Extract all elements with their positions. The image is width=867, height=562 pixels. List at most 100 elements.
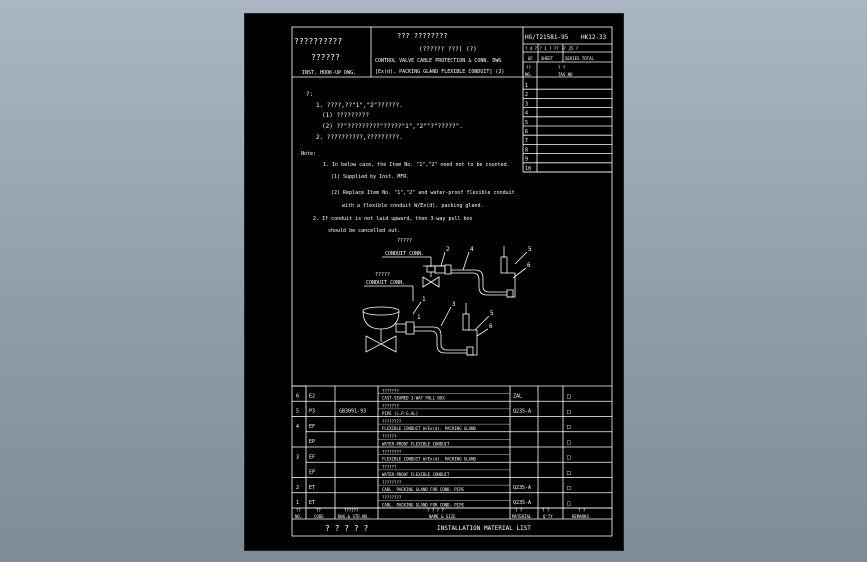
note-cn-1: 1. ????,??"1","2"??????. — [316, 102, 403, 109]
rev-row-number: 5 — [525, 120, 528, 126]
ml-row-remark: □ — [567, 454, 571, 461]
ml-row-code: EF — [309, 454, 315, 460]
ml-row-material: Q235-A — [513, 485, 531, 491]
notes-block: ?: 1. ????,??"1","2"??????. (1) ????????… — [301, 91, 515, 234]
title-left-cn: ?????????? — [294, 37, 342, 46]
title-left-cn2: ?????? — [311, 53, 340, 62]
conduit-conn-label-1-cn: ????? — [397, 238, 412, 244]
ml-row-name: CABL. PACKING GLAND FOR COND. PIPE — [382, 487, 464, 492]
title-mid-cn2: (?????? ???) (?) — [419, 46, 477, 53]
ml-hdr-std: DWG.& STD.NO. — [338, 514, 369, 519]
note-cn-2: 2. ??????????,?????????. — [316, 134, 403, 141]
ml-row-name-cn: ??????? — [382, 388, 399, 393]
ml-footer-cn: ? ? ? ? ? — [325, 524, 369, 533]
ml-row-code: E2 — [309, 393, 315, 399]
note-en-1: 1. In below case, the Item No. "1","2" n… — [323, 162, 510, 168]
ml-row-no: 5 — [296, 409, 299, 415]
ml-row-name-cn: ???????? — [382, 419, 402, 424]
ml-row-std: GB3091-93 — [339, 409, 366, 415]
title-mid-en1: CONTROL VALVE CABLE PROTECTION & CONN. D… — [375, 58, 501, 64]
ml-hdr-code: CODE — [314, 514, 324, 519]
ml-row-material: ZAL — [513, 393, 522, 399]
ml-row-code: EP — [309, 470, 315, 476]
rev-row-number: 6 — [525, 129, 528, 135]
ml-row-remark: □ — [567, 485, 571, 492]
ml-footer-title: INSTALLATION MATERIAL LIST — [437, 525, 531, 532]
ml-hdr-no: NO. — [295, 514, 302, 519]
cad-drawing: ?????????? ?????? INST. HOOK-UP DWG. ???… — [291, 26, 613, 537]
ml-row-remark: □ — [567, 439, 571, 446]
ml-row-no: 3 — [296, 454, 299, 460]
rev-row-number: 2 — [525, 92, 528, 98]
callout-6b: 6 — [489, 323, 493, 330]
ml-row-material: Q235-A — [513, 500, 531, 506]
sheet-counter: ? 4 ? ? 1 ? ?? ?? 35 ? — [525, 46, 579, 51]
note-en-2: 2. If conduit is not laid upward, then 3… — [313, 216, 473, 222]
ml-hdr-qty: Q'TY — [543, 514, 553, 519]
ml-row-name: CABL. PACKING GLAND FOR COND. PIPE — [382, 502, 464, 507]
ml-hdr-code-cn: ?? — [316, 508, 321, 513]
ml-row-name: CAST-SEAMED 3-WAY PULL BOX — [382, 396, 445, 401]
conduit-conn-label-2-cn: ????? — [375, 272, 390, 278]
ml-hdr-name-cn: ? ? ? ? — [427, 508, 444, 513]
rev-hdr-tag-cn: ? ? — [558, 65, 566, 70]
callout-1b: 1 — [417, 314, 421, 321]
doc-number: HG/T21581-95 — [525, 34, 569, 41]
drawing-sheet: ?????????? ?????? INST. HOOK-UP DWG. ???… — [244, 13, 624, 551]
ml-hdr-qty-cn: ? ? — [542, 508, 550, 513]
callout-2a: 2 — [446, 246, 450, 253]
ml-hdr-rem-cn: ? ? — [578, 508, 586, 513]
ml-row-name-cn: ??????? — [382, 404, 399, 409]
ml-row-code: ET — [309, 500, 315, 506]
doc-number-2: HK12-33 — [581, 34, 607, 41]
ml-row-code: EF — [309, 424, 315, 430]
ml-row-remark: □ — [567, 469, 571, 476]
ml-row-remark: □ — [567, 408, 571, 415]
rev-hdr-no: NO. — [525, 72, 532, 77]
ml-row-remark: □ — [567, 424, 571, 431]
note-en-1b: (2) Replace Item No. "1","2" and water-p… — [331, 190, 515, 196]
ml-row-name-cn: ?????? — [382, 434, 397, 439]
rev-hdr-no-cn: ?? — [526, 65, 531, 70]
rev-row-number: 10 — [525, 166, 531, 172]
note-cn-head: ?: — [306, 91, 313, 98]
rev-row-number: 1 — [525, 83, 528, 89]
ml-row-no: 4 — [296, 424, 299, 430]
note-en-1b2: with a flexible conduit W/Ex(d). packing… — [342, 203, 483, 209]
note-en-2b: should be cancelled out. — [328, 228, 400, 234]
ml-hdr-rem: REMARKS — [572, 514, 589, 519]
title-mid-cn: ??? ???????? — [397, 32, 448, 40]
note-cn-1b: (2) ??"?????????"?????"1","2""?"?????". — [322, 123, 463, 130]
ml-hdr-mat-cn: ? ? — [515, 508, 523, 513]
callout-1a: 1 — [422, 296, 426, 303]
sheet-of-label: OF — [528, 56, 533, 61]
ml-row-name: PIPE (L.P.G.AL) — [382, 411, 418, 416]
rev-row-number: 9 — [525, 157, 528, 163]
ml-row-remark: □ — [567, 393, 571, 400]
ml-row-material: Q235-A — [513, 409, 531, 415]
ml-row-name-cn: ?????? — [382, 465, 397, 470]
callout-4a: 4 — [470, 246, 474, 253]
ml-row-no: 1 — [296, 500, 299, 506]
rev-row-number: 3 — [525, 101, 528, 107]
ml-hdr-std-cn: ?????? — [344, 508, 359, 513]
ml-row-name: WATER-PROOF FLEXIBLE CONDUIT — [382, 472, 450, 477]
ml-hdr-mat: MATERIAL — [512, 514, 532, 519]
title-left-en: INST. HOOK-UP DWG. — [302, 70, 356, 76]
hookup-diagram — [362, 246, 528, 356]
ml-row-no: 2 — [296, 485, 299, 491]
conduit-conn-label-1: CONDUIT CONN. — [385, 251, 424, 257]
ml-row-name: FLEXIBLE CONDUIT W/Ex(d). PACKING GLAND — [382, 426, 477, 431]
ml-row-remark: □ — [567, 500, 571, 507]
callout-5a: 5 — [528, 246, 532, 253]
callout-6a: 6 — [527, 262, 531, 269]
callout-3b: 3 — [452, 301, 456, 308]
sheet-sheet-label: SHEET — [541, 56, 554, 61]
rev-grid — [523, 88, 612, 173]
rev-row-number: 7 — [525, 138, 528, 144]
ml-row-name-cn: ???????? — [382, 480, 402, 485]
rev-row-number: 8 — [525, 147, 528, 153]
ml-row-code: P3 — [309, 409, 315, 415]
ml-row-name-cn: ???????? — [382, 449, 402, 454]
